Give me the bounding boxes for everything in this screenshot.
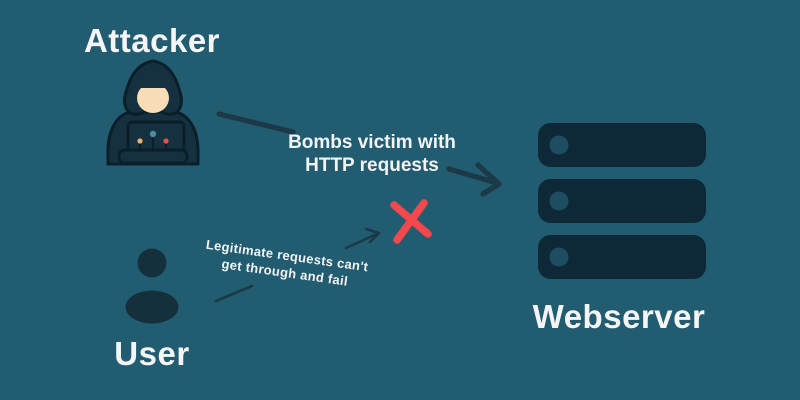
attack-arrowhead-icon <box>475 162 502 197</box>
laptop-circuit <box>137 130 169 151</box>
server-unit <box>538 123 706 167</box>
face <box>137 88 169 113</box>
attack-edge-caption-line1: Bombs victim with <box>288 132 456 153</box>
person-body <box>125 290 179 324</box>
blocked-request-arrow <box>214 227 381 303</box>
hooded-hacker-with-laptop-icon <box>106 59 200 166</box>
person-silhouette-icon <box>125 248 179 324</box>
red-x-icon <box>390 199 432 244</box>
user-label: User <box>114 335 190 372</box>
server-light <box>549 191 569 211</box>
server-light <box>549 135 569 155</box>
server-light <box>549 247 569 267</box>
server-stack-icon <box>538 123 706 279</box>
laptop-lid <box>126 120 186 155</box>
webserver-label: Webserver <box>532 298 706 335</box>
server-unit <box>538 235 706 279</box>
attack-edge-caption-line2: HTTP requests <box>305 155 439 176</box>
laptop-base <box>117 148 189 165</box>
person-head <box>137 248 167 278</box>
attack-arrow <box>216 111 502 197</box>
attack-edge-caption: Bombs victim with HTTP requests <box>272 131 472 177</box>
blocked-arrowhead-icon <box>364 227 381 244</box>
server-unit <box>538 179 706 223</box>
attacker-label: Attacker <box>83 22 221 59</box>
